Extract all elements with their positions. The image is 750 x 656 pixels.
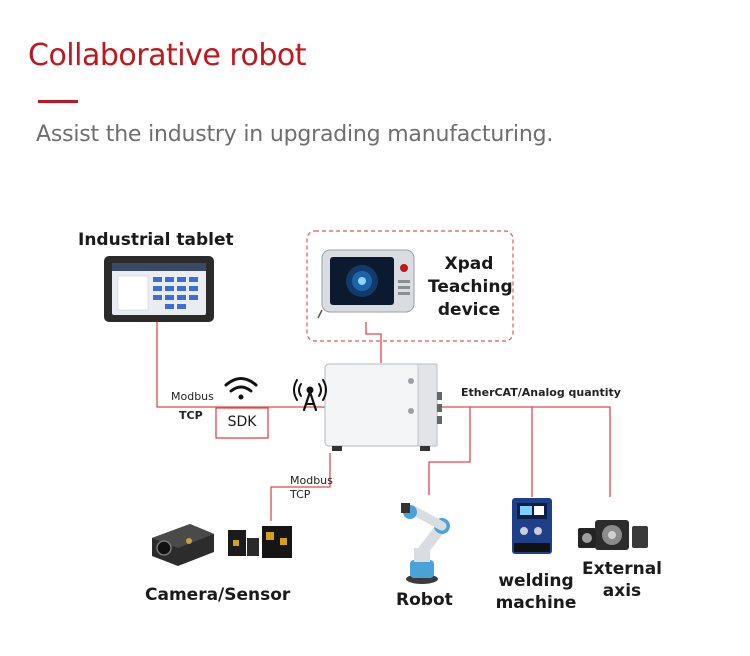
controller-cabinet-image (325, 364, 442, 451)
ethercat-main-line (437, 407, 610, 497)
sensor-image (228, 526, 292, 558)
antenna-icon (294, 380, 326, 410)
tcp-bottom-label: TCP (290, 488, 310, 501)
xpad-label-line3: device (428, 299, 510, 322)
xpad-line (366, 322, 381, 363)
sdk-label: SDK (216, 414, 268, 430)
camera-sensor-label: Camera/Sensor (145, 585, 290, 605)
camera-image (152, 524, 214, 566)
wifi-icon (226, 379, 256, 400)
ethercat-label: EtherCAT/Analog quantity (461, 386, 621, 399)
xpad-teaching-device-image (318, 250, 414, 318)
industrial-tablet-label: Industrial tablet (78, 230, 234, 250)
industrial-tablet-image (104, 256, 214, 322)
welding-label-line2: machine (488, 592, 584, 614)
robot-arm-image (401, 503, 450, 584)
welding-machine-image (512, 498, 552, 554)
camera-line (271, 453, 330, 521)
welding-label-line1: welding (488, 570, 584, 592)
external-axis-motor-image (578, 520, 648, 550)
tcp-left-label: TCP (179, 409, 203, 422)
welding-machine-label: welding machine (488, 570, 584, 614)
external-axis-label: External axis (576, 558, 668, 602)
external-label-line1: External (576, 558, 668, 580)
xpad-label-line1: Xpad (428, 253, 510, 276)
modbus-bottom-label: Modbus (290, 474, 333, 487)
robot-label: Robot (396, 590, 453, 610)
xpad-label-line2: Teaching (428, 276, 510, 299)
xpad-label: Xpad Teaching device (428, 253, 510, 322)
external-label-line2: axis (576, 580, 668, 602)
modbus-left-label: Modbus (171, 390, 214, 403)
